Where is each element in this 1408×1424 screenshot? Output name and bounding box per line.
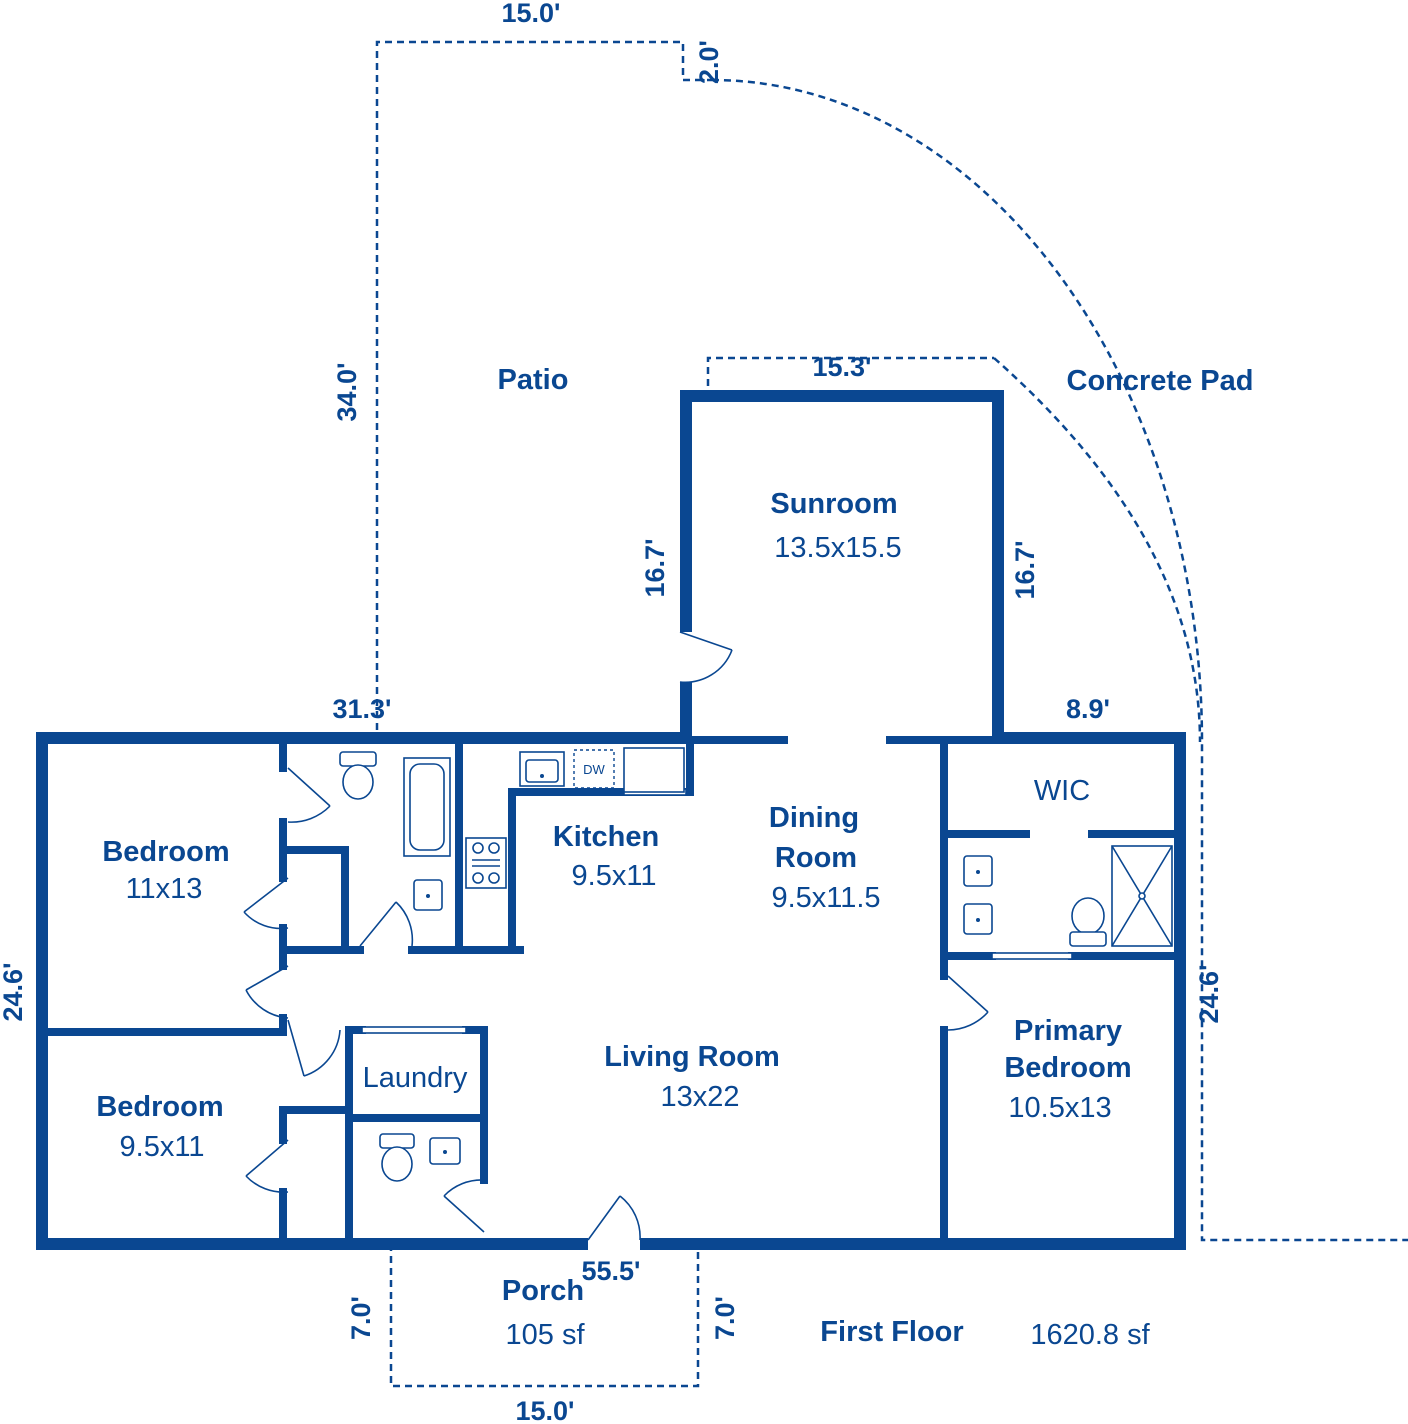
bathtub <box>403 757 451 857</box>
kitchen-size: 9.5x11 <box>572 860 657 892</box>
porch-label: Porch <box>502 1275 584 1307</box>
primary-label-line2: Bedroom <box>1004 1052 1131 1084</box>
sunroom-size: 13.5x15.5 <box>774 532 901 564</box>
patio-label: Patio <box>498 364 569 396</box>
dim-house-right: 24.6' <box>1194 965 1224 1024</box>
wall-openings <box>588 632 694 1252</box>
dim-porch-left: 7.0' <box>346 1296 376 1340</box>
dim-porch-right: 7.0' <box>710 1296 740 1340</box>
dining-label-line2: Room <box>775 842 857 874</box>
dim-sunroom-right: 16.7' <box>1010 541 1040 600</box>
dim-sunroom-left: 16.7' <box>640 539 670 598</box>
bedroom-top-label: Bedroom <box>102 836 229 868</box>
half-bath-sink <box>429 1137 461 1165</box>
porch-outline <box>389 1244 700 1388</box>
dishwasher: DW <box>573 749 615 789</box>
hall-bath-toilet <box>339 751 377 800</box>
dim-house-bottom: 55.5' <box>582 1256 641 1286</box>
primary-size: 10.5x13 <box>1008 1092 1111 1124</box>
wic-label: WIC <box>1034 775 1090 807</box>
dim-sunroom-top: 15.3' <box>813 352 872 382</box>
bedroom-top-size: 11x13 <box>126 873 203 905</box>
sunroom-label: Sunroom <box>770 488 897 520</box>
laundry-label: Laundry <box>363 1062 468 1094</box>
hall-bath-sink <box>413 879 443 911</box>
living-room-label: Living Room <box>604 1041 780 1073</box>
doors <box>243 631 989 1241</box>
bedroom-bottom-size: 9.5x11 <box>120 1131 205 1163</box>
dim-patio-notch: 2.0' <box>694 40 724 84</box>
kitchen-label: Kitchen <box>553 821 659 853</box>
kitchen-sink <box>519 751 565 787</box>
concrete-pad-outline <box>706 78 1408 1242</box>
dim-patio-top: 15.0' <box>502 0 561 28</box>
living-room-size: 13x22 <box>660 1081 739 1113</box>
dim-house-left: 24.6' <box>0 963 28 1022</box>
primary-label-line1: Primary <box>1014 1015 1122 1047</box>
shower <box>1111 845 1173 947</box>
primary-bath-sinks <box>963 855 993 935</box>
dishwasher-label: DW <box>583 762 605 777</box>
stove <box>465 837 507 889</box>
dining-label-line1: Dining <box>769 802 859 834</box>
concrete-pad-label: Concrete Pad <box>1067 365 1254 397</box>
floor-total-area: 1620.8 sf <box>1030 1319 1150 1351</box>
dim-porch-bottom: 15.0' <box>516 1396 575 1424</box>
interior-walls <box>42 736 1180 1244</box>
dim-house-top-left: 31.3' <box>333 694 392 724</box>
primary-bath-toilet <box>1069 897 1107 947</box>
dim-house-top-right: 8.9' <box>1066 694 1110 724</box>
dining-size: 9.5x11.5 <box>771 882 880 914</box>
half-bath-toilet <box>379 1133 415 1182</box>
refrigerator <box>623 747 685 793</box>
floor-title: First Floor <box>820 1316 963 1348</box>
porch-area: 105 sf <box>506 1319 586 1351</box>
bedroom-bottom-label: Bedroom <box>96 1091 223 1123</box>
dim-patio-side: 34.0' <box>332 363 362 422</box>
